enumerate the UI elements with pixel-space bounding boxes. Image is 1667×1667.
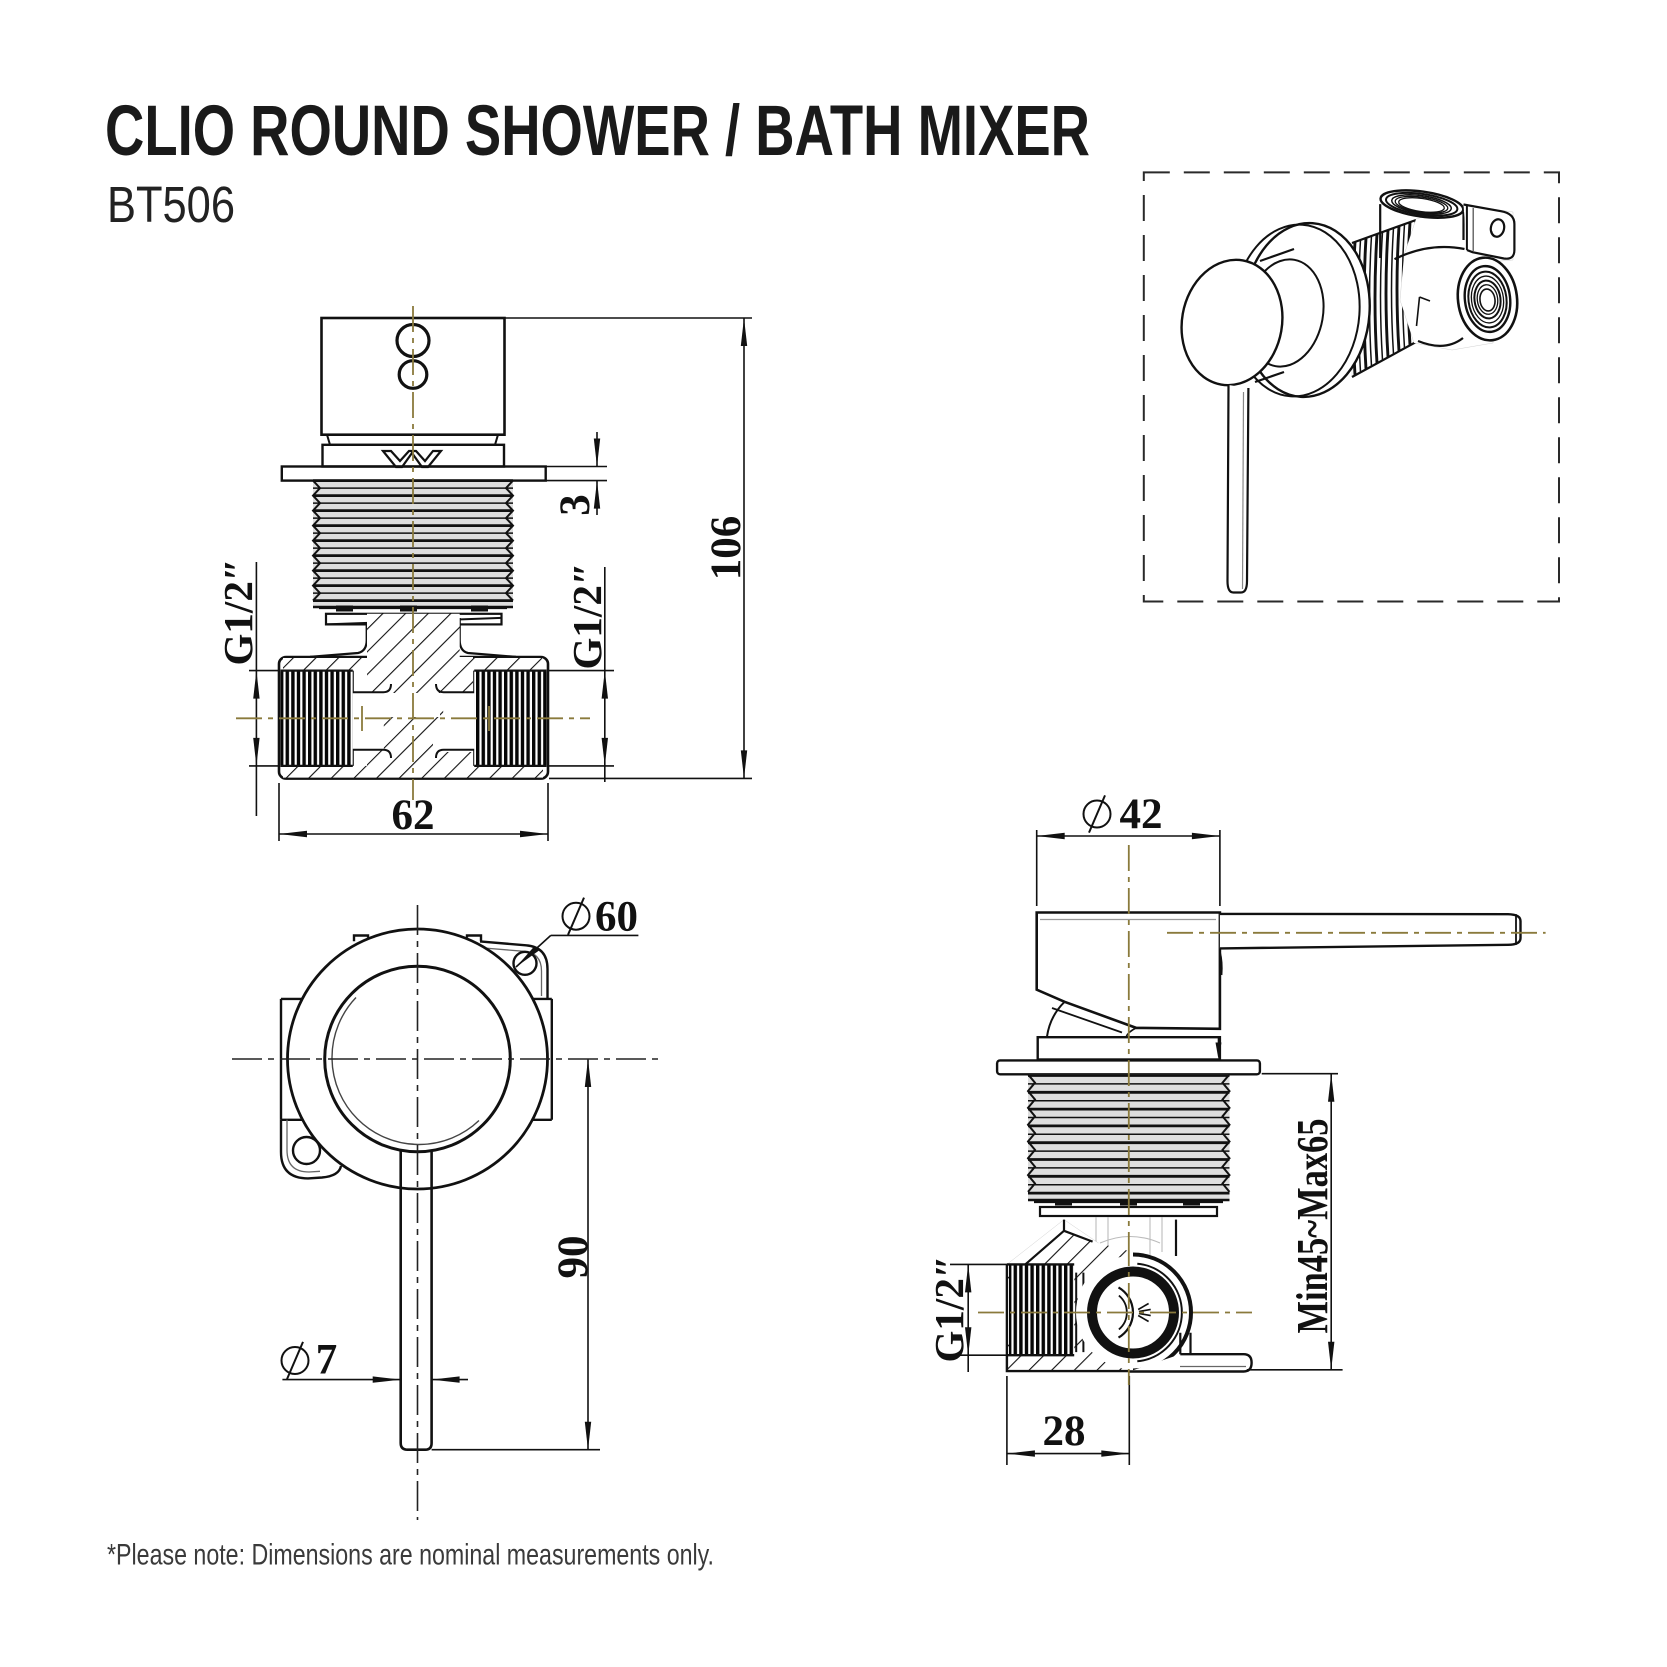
svg-text:60: 60 [595,894,638,941]
svg-text:42: 42 [1120,791,1163,838]
svg-text:90: 90 [550,1236,597,1279]
svg-text:CLIO ROUND SHOWER / BATH MIXER: CLIO ROUND SHOWER / BATH MIXER [105,92,1090,171]
svg-text:*Please note: Dimensions are n: *Please note: Dimensions are nominal mea… [107,1539,714,1572]
svg-text:28: 28 [1043,1408,1086,1455]
svg-text:G1/2″: G1/2″ [926,1256,972,1363]
svg-text:G1/2″: G1/2″ [215,559,261,666]
svg-text:Min45~Max65: Min45~Max65 [1288,1119,1337,1334]
svg-text:G1/2″: G1/2″ [564,563,610,670]
svg-text:BT506: BT506 [107,176,235,233]
svg-text:106: 106 [703,516,750,581]
svg-text:7: 7 [316,1337,338,1384]
svg-text:3: 3 [552,494,599,516]
